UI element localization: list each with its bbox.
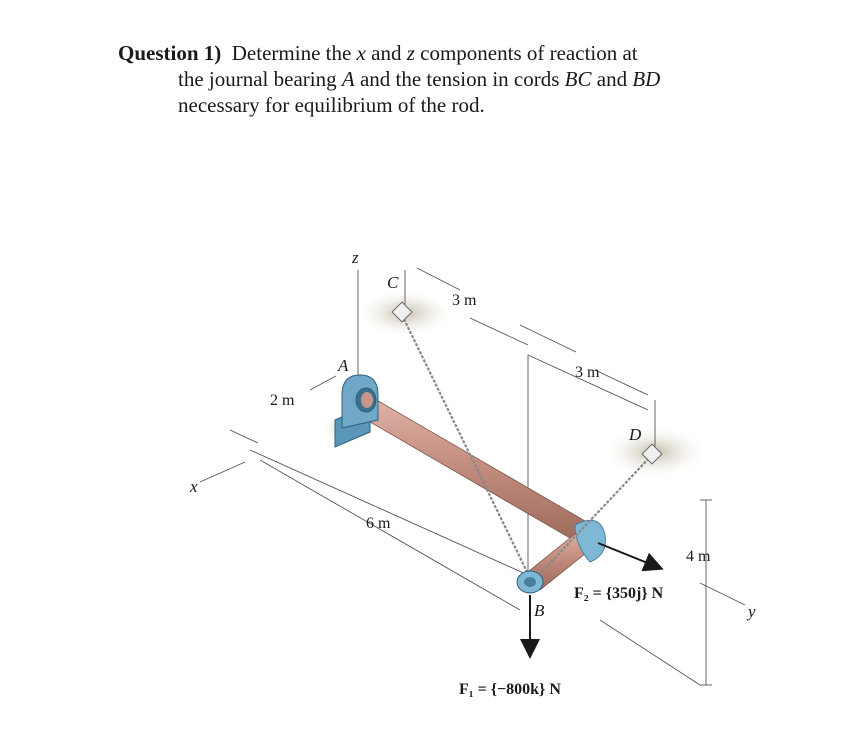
dim-3m-mid-ext2 <box>594 369 649 396</box>
question-line-2: the journal bearing A and the tension in… <box>118 66 818 92</box>
rod-segment-A <box>357 394 593 546</box>
end-cap-B <box>516 570 544 594</box>
question-text-1a: Determine the <box>231 41 357 65</box>
label-dim-4m: 4 m <box>686 548 711 565</box>
dim-2m-tick <box>229 429 259 444</box>
line-6m-lower <box>259 459 521 611</box>
y-axis-line <box>699 582 746 606</box>
x-axis-line <box>199 461 246 483</box>
anchor-C <box>391 301 413 323</box>
question-text-1b: and <box>365 41 407 65</box>
question-text: Question 1) Determine the x and z compon… <box>118 40 818 118</box>
dim-2m-arrow-line <box>309 375 337 391</box>
label-force-F1: F₁ = {−800k} N <box>459 681 561 698</box>
label-point-C: C <box>387 273 399 292</box>
question-var-x: x <box>356 41 366 65</box>
question-text-1c: components of reaction at <box>414 41 638 65</box>
journal-bearing-A <box>334 374 379 448</box>
question-text-2b: and the tension in cords <box>354 67 565 91</box>
rod-elbow <box>574 519 606 563</box>
line-3m-mid <box>527 354 649 411</box>
label-dim-2m: 2 m <box>270 392 295 409</box>
question-line-3: necessary for equilibrium of the rod. <box>178 93 485 117</box>
label-point-A: A <box>337 356 349 375</box>
label-point-B: B <box>534 601 545 620</box>
label-axis-z: z <box>351 248 359 267</box>
question-line-1: Question 1) Determine the x and z compon… <box>118 40 818 66</box>
line-4m-base <box>599 619 701 686</box>
anchor-D <box>641 443 663 465</box>
label-point-D: D <box>628 425 642 444</box>
label-dim-3m-top: 3 m <box>452 292 477 309</box>
cord-BC <box>401 314 531 579</box>
question-text-2c: and <box>591 67 633 91</box>
force-F2-arrow <box>597 542 664 572</box>
question-var-BD: BD <box>632 67 661 91</box>
line-3m-top <box>469 317 529 346</box>
label-dim-3m-mid: 3 m <box>575 364 600 381</box>
question-var-z: z <box>406 41 415 65</box>
question-var-A: A <box>341 67 355 91</box>
question-text-2a: the journal bearing <box>178 67 342 91</box>
label-axis-y: y <box>746 602 756 621</box>
label-force-F2: F₂ = {350j} N <box>574 585 664 602</box>
question-var-BC: BC <box>564 67 592 91</box>
line-6m <box>249 449 529 576</box>
cord-BD <box>533 454 653 581</box>
question-label: Question 1) <box>118 41 222 65</box>
label-dim-6m: 6 m <box>366 515 391 532</box>
reference-lines <box>199 267 746 686</box>
dim-3m-top-ext <box>416 267 461 291</box>
label-axis-x: x <box>189 477 198 496</box>
dim-3m-mid-ext <box>519 324 577 353</box>
